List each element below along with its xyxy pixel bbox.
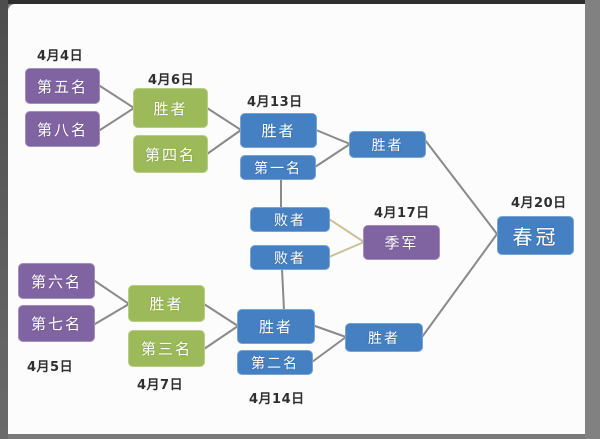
node-winner-qf-bottom: 胜者 [237, 309, 315, 344]
date-label-apr-7: 4月7日 [137, 378, 184, 393]
node-third-place: 季军 [363, 225, 440, 260]
date-label-apr-13: 4月13日 [247, 95, 303, 110]
frame-edge-right [585, 0, 600, 439]
node-seed-8: 第八名 [25, 111, 100, 147]
date-label-apr-20: 4月20日 [511, 196, 567, 211]
node-champion: 春冠 [497, 216, 574, 255]
node-winner-qf-top: 胜者 [240, 113, 317, 148]
frame-edge-left [0, 0, 8, 439]
node-seed-6: 第六名 [18, 263, 95, 299]
date-label-apr-5: 4月5日 [27, 360, 74, 375]
date-label-apr-4: 4月4日 [37, 49, 84, 64]
node-seed-7: 第七名 [18, 305, 95, 342]
node-loser-sf-bottom: 败者 [250, 245, 330, 270]
date-label-apr-17: 4月17日 [374, 206, 430, 221]
node-seed-5: 第五名 [25, 68, 100, 104]
node-seed-3: 第三名 [128, 330, 205, 367]
node-winner-sf-top: 胜者 [349, 131, 426, 158]
node-winner-sf-bottom: 胜者 [345, 323, 423, 352]
frame-edge-top [0, 0, 600, 4]
date-label-apr-6: 4月6日 [148, 73, 195, 88]
node-seed-2: 第二名 [237, 350, 313, 375]
node-seed-1: 第一名 [240, 155, 316, 180]
node-winner-r1-top: 胜者 [133, 88, 208, 128]
date-label-apr-14: 4月14日 [249, 392, 305, 407]
node-loser-sf-top: 败者 [250, 207, 330, 232]
node-winner-r1-bottom: 胜者 [128, 285, 205, 322]
node-seed-4: 第四名 [133, 135, 208, 173]
